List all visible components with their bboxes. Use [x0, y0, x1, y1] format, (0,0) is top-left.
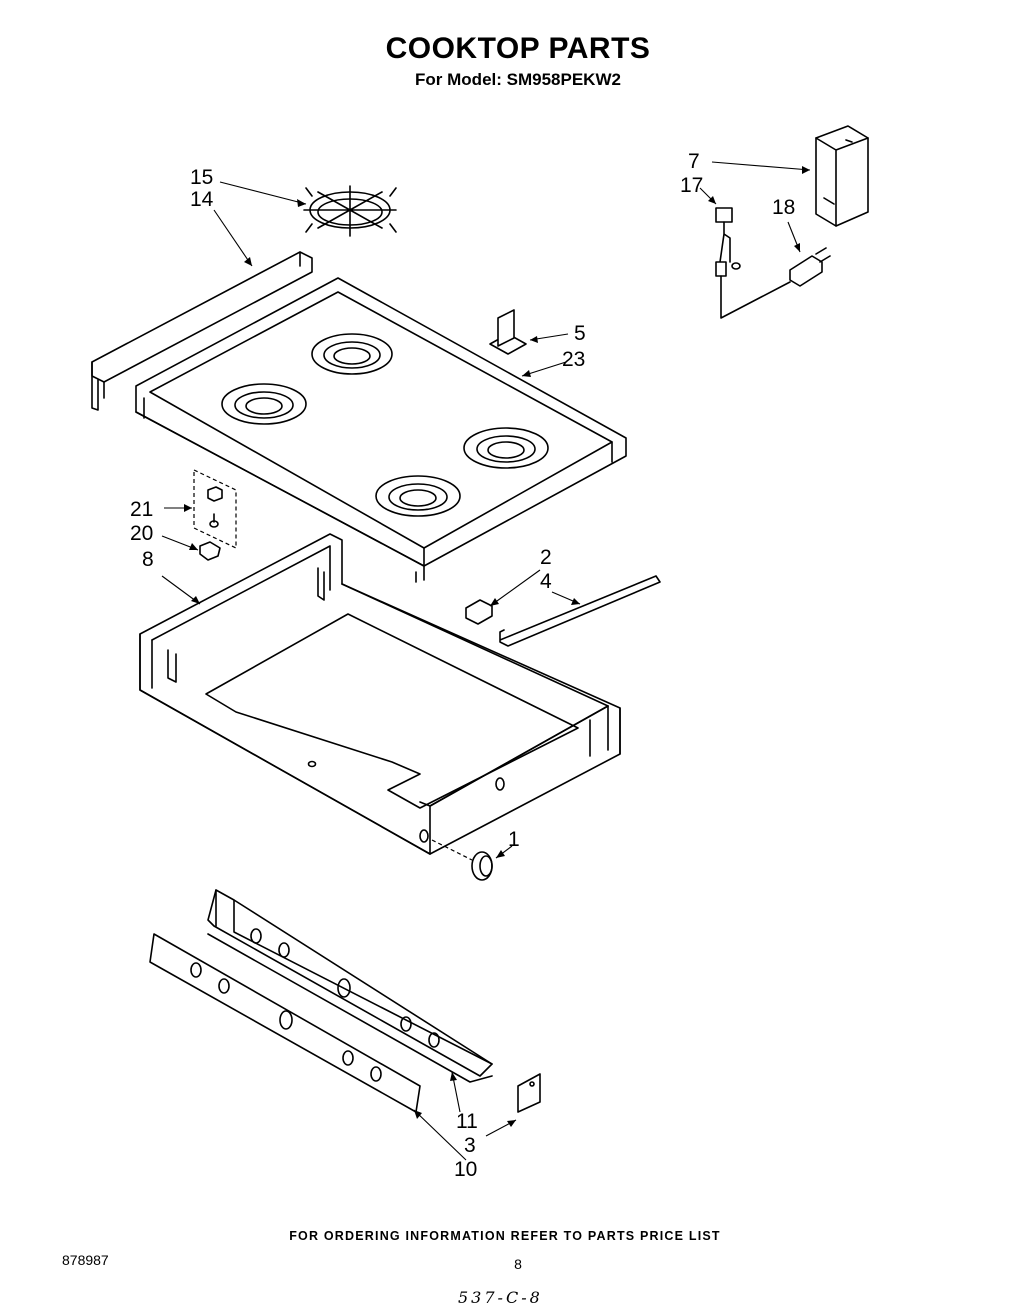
callout-2: 2 [540, 546, 552, 569]
burner-box-part [139, 533, 621, 855]
plug-part [431, 839, 493, 881]
callout-18: 18 [772, 196, 795, 219]
callout-1: 1 [508, 828, 520, 851]
manifold-panel-parts [149, 889, 541, 1113]
model-line: For Model: SM958PEKW2 [415, 70, 621, 89]
callout-21: 21 [130, 498, 153, 521]
cooktop-main-top-part [135, 277, 627, 583]
page-title: COOKTOP PARTS [385, 32, 651, 65]
bracket-part-5 [489, 309, 527, 355]
callout-4: 4 [540, 570, 552, 593]
callout-17: 17 [680, 174, 703, 197]
callout-7: 7 [688, 150, 700, 173]
page-number: 8 [514, 1256, 522, 1272]
rear-trim-part [91, 251, 313, 411]
callout-3: 3 [464, 1134, 476, 1157]
callout-11: 11 [456, 1110, 478, 1133]
section-code: 537-C-8 [458, 1288, 543, 1307]
callout-8: 8 [142, 548, 154, 571]
document-number: 878987 [62, 1252, 109, 1268]
electrical-parts [715, 125, 869, 319]
burner-grate-part [303, 185, 397, 237]
callout-10: 10 [454, 1158, 477, 1181]
callout-23: 23 [562, 348, 585, 371]
fastener-parts [193, 469, 237, 561]
ordering-note: FOR ORDERING INFORMATION REFER TO PARTS … [289, 1229, 721, 1243]
callout-14: 14 [190, 188, 214, 211]
callout-20: 20 [130, 522, 153, 545]
callout-15: 15 [190, 166, 213, 189]
manifold-parts [465, 575, 661, 647]
leader-lines [161, 161, 811, 1161]
callout-5: 5 [574, 322, 586, 345]
